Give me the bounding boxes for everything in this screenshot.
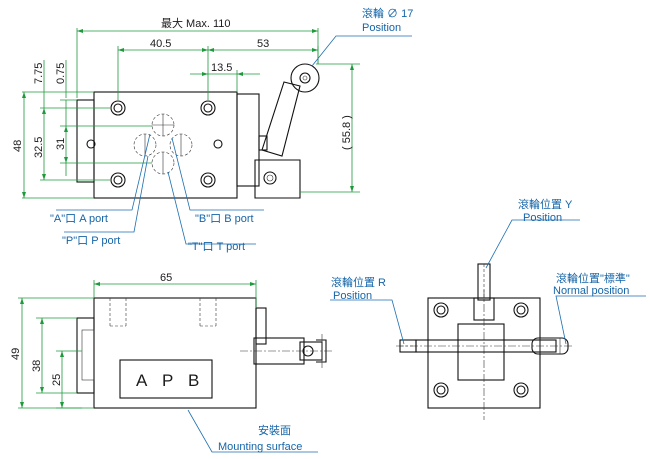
dim-13-5: 13.5 xyxy=(190,62,260,92)
roller-wheel xyxy=(290,63,320,93)
position-normal-en: Normal position xyxy=(553,285,629,297)
port-plate xyxy=(119,359,213,399)
dim-55-8: ( 55.8 ) xyxy=(300,63,360,193)
dim-40-5-label: 40.5 xyxy=(150,38,171,50)
port-callouts: "A"口 A port "B"口 B port "P"口 P port "T"口… xyxy=(50,133,264,253)
position-y-cn: 滾輪位置 Y xyxy=(518,197,573,211)
mounting-surface-callout: 安裝面 Mounting surface xyxy=(187,409,318,453)
dim-40-5-53: 40.5 53 xyxy=(117,38,319,100)
dim-25: 25 xyxy=(51,350,82,409)
mounting-surface-en: Mounting surface xyxy=(218,441,302,453)
dim-32-5-label: 32.5 xyxy=(33,137,45,158)
dim-13-5-label: 13.5 xyxy=(211,62,232,74)
dim-38: 38 xyxy=(31,317,77,394)
dim-49: 49 xyxy=(10,297,94,409)
dim-7-75-0-75: 7.75 0.75 xyxy=(22,60,110,109)
dim-31-label: 31 xyxy=(55,138,67,150)
valve-body-front xyxy=(93,297,257,409)
mounting-bolts-top xyxy=(86,100,223,188)
plate-letter-p: P xyxy=(162,371,173,390)
dim-0-75-label: 0.75 xyxy=(55,63,67,84)
dim-48-label: 48 xyxy=(12,140,24,152)
plate-letter-a: A xyxy=(136,371,148,390)
dim-25-label: 25 xyxy=(51,374,63,386)
position-y-en: Position xyxy=(523,212,562,224)
dim-max-110: 最大 Max. 110 xyxy=(76,16,319,98)
mounting-bolts-side xyxy=(433,302,529,398)
position-normal-cn: 滾輪位置"標準" xyxy=(556,271,630,285)
valve-side-flange xyxy=(76,99,95,183)
dim-32-5: 32.5 xyxy=(33,108,110,181)
valve-body-top xyxy=(93,91,238,199)
roller-dia-label: 滾輪 ∅ 17 xyxy=(362,6,413,20)
actuator-housing xyxy=(236,93,260,187)
roller-callout: 滾輪 ∅ 17 Position xyxy=(311,6,413,67)
position-y-callout: 滾輪位置 Y Position xyxy=(485,197,580,269)
roller-position-normal xyxy=(531,337,569,355)
dim-55-8-label: ( 55.8 ) xyxy=(341,115,353,150)
port-p-label: "P"口 P port xyxy=(62,235,120,247)
dim-110-label: 最大 Max. 110 xyxy=(161,16,231,30)
port-b-label: "B"口 B port xyxy=(195,213,254,225)
port-a-label: "A"口 A port xyxy=(50,213,108,225)
position-normal-callout: 滾輪位置"標準" Normal position xyxy=(553,271,646,345)
position-r-en: Position xyxy=(333,290,372,302)
dim-53-label: 53 xyxy=(257,38,269,50)
cam-bracket xyxy=(254,159,301,199)
hidden-bolt-bores xyxy=(109,298,217,327)
mounting-surface-cn: 安裝面 xyxy=(258,423,291,437)
port-t-label: "T"口 T port xyxy=(188,241,245,253)
plate-letter-b: B xyxy=(188,371,199,390)
dim-65-label: 65 xyxy=(160,272,172,284)
dim-7-75-label: 7.75 xyxy=(33,63,45,84)
roller-position-label: Position xyxy=(362,22,401,34)
top-view: 最大 Max. 110 40.5 53 13.5 7.75 0.75 xyxy=(12,6,413,253)
dim-48: 48 xyxy=(12,92,94,199)
dim-65: 65 xyxy=(93,272,257,308)
dim-49-label: 49 xyxy=(10,348,22,360)
dim-31: 31 xyxy=(55,100,152,176)
side-view: 滾輪位置 Y Position 滾輪位置 R Position 滾輪位置"標準"… xyxy=(330,197,646,420)
position-r-callout: 滾輪位置 R Position xyxy=(330,275,405,345)
dim-38-label: 38 xyxy=(31,360,43,372)
position-r-cn: 滾輪位置 R xyxy=(331,275,386,289)
front-view: A P B 65 49 xyxy=(10,272,332,453)
roller-lever-arm xyxy=(261,81,301,157)
